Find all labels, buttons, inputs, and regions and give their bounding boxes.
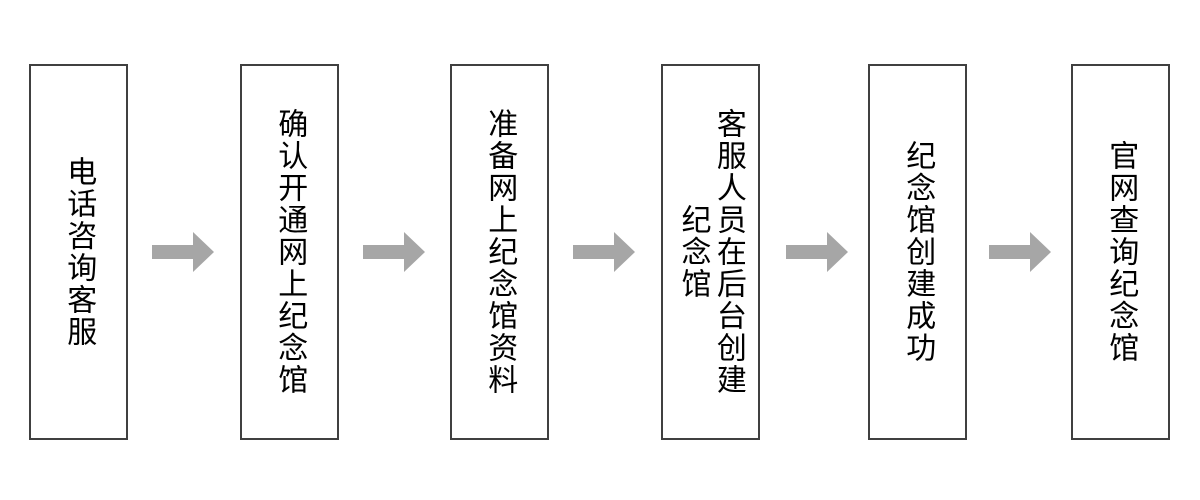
flow-arrow-2	[363, 232, 425, 272]
flow-arrow-3	[573, 232, 635, 272]
flow-arrow-4	[786, 232, 848, 272]
flow-node-6[interactable]: 官网查询纪念馆	[1071, 64, 1170, 440]
flow-node-6-label: 官网查询纪念馆	[1103, 140, 1139, 364]
flow-node-1-label: 电话咨询客服	[61, 156, 97, 348]
flow-arrow-5	[989, 232, 1051, 272]
flow-node-2[interactable]: 确认开通网上纪念馆	[240, 64, 339, 440]
flow-node-5[interactable]: 纪念馆创建成功	[868, 64, 967, 440]
flow-node-3[interactable]: 准备网上纪念馆资料	[450, 64, 549, 440]
flow-node-1[interactable]: 电话咨询客服	[29, 64, 128, 440]
flow-node-4-label: 客服人员在后台创建纪念馆	[675, 108, 746, 396]
flow-node-4[interactable]: 客服人员在后台创建纪念馆	[661, 64, 760, 440]
flow-node-2-label: 确认开通网上纪念馆	[272, 108, 308, 396]
flow-node-3-label: 准备网上纪念馆资料	[482, 108, 518, 396]
flow-node-5-label: 纪念馆创建成功	[900, 140, 936, 364]
flow-arrow-1	[152, 232, 214, 272]
